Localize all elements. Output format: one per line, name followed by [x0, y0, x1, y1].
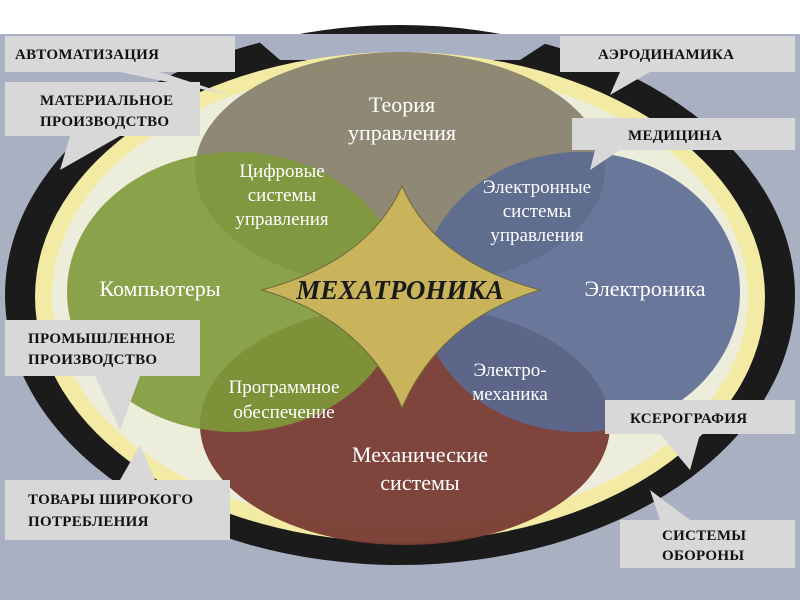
- label-left: Компьютеры: [99, 276, 220, 301]
- callout-material-line1: МАТЕРИАЛЬНОЕ: [40, 93, 173, 109]
- label-top-right-line2: системы: [503, 201, 572, 222]
- callout-automation: АВТОМАТИЗАЦИЯ: [5, 36, 235, 95]
- callout-xerography-box: [605, 400, 795, 470]
- ring-gap-top: [250, 34, 560, 60]
- callout-xerography-label: КСЕРОГРАФИЯ: [630, 411, 747, 427]
- label-bottom-line2: системы: [380, 470, 460, 495]
- label-top-line1: Теория: [369, 92, 435, 117]
- callout-defense-line1: СИСТЕМЫ: [662, 528, 746, 544]
- circles: [67, 52, 740, 545]
- label-top-left-line3: управления: [235, 209, 329, 230]
- callout-defense: СИСТЕМЫ ОБОРОНЫ: [620, 490, 795, 568]
- label-bottom-right-line1: Электро-: [473, 360, 546, 381]
- center-shape: [260, 184, 542, 410]
- callout-medicine-box: [572, 118, 795, 170]
- callout-consumer-box: [5, 445, 230, 540]
- callout-automation-box: [5, 36, 235, 95]
- label-bottom-right-line2: механика: [472, 384, 548, 405]
- callout-industrial: ПРОМЫШЛЕННОЕ ПРОИЗВОДСТВО: [5, 320, 200, 430]
- callout-automation-label: АВТОМАТИЗАЦИЯ: [15, 47, 159, 63]
- callout-defense-box: [620, 490, 795, 568]
- callout-aerodynamics: АЭРОДИНАМИКА: [560, 36, 795, 95]
- callout-aerodynamics-box: [560, 36, 795, 95]
- label-bottom-line1: Механические: [352, 442, 488, 467]
- callout-medicine-label: МЕДИЦИНА: [628, 128, 722, 144]
- callout-aerodynamics-label: АЭРОДИНАМИКА: [598, 47, 734, 63]
- label-bottom-left-line1: Программное: [229, 377, 340, 398]
- label-top-line2: управления: [348, 120, 456, 145]
- label-bottom-left-line2: обеспечение: [233, 402, 334, 423]
- callout-xerography: КСЕРОГРАФИЯ: [605, 400, 795, 470]
- callout-material-line2: ПРОИЗВОДСТВО: [40, 114, 169, 130]
- callout-material-box: [5, 82, 200, 170]
- callout-medicine: МЕДИЦИНА: [572, 118, 795, 170]
- callout-consumer: ТОВАРЫ ШИРОКОГО ПОТРЕБЛЕНИЯ: [5, 445, 230, 540]
- circle-right: [420, 152, 740, 432]
- callout-consumer-line1: ТОВАРЫ ШИРОКОГО: [28, 492, 193, 508]
- callout-industrial-line1: ПРОМЫШЛЕННОЕ: [28, 331, 176, 347]
- callout-industrial-line2: ПРОИЗВОДСТВО: [28, 352, 157, 368]
- callout-industrial-box: [5, 320, 200, 430]
- callout-consumer-line2: ПОТРЕБЛЕНИЯ: [28, 514, 149, 530]
- label-right: Электроника: [585, 276, 706, 301]
- center-title: МЕХАТРОНИКА: [295, 275, 503, 305]
- callout-material: МАТЕРИАЛЬНОЕ ПРОИЗВОДСТВО: [5, 82, 200, 170]
- label-top-right-line3: управления: [490, 225, 584, 246]
- label-top-right-line1: Электронные: [483, 177, 591, 198]
- label-top-left-line2: системы: [248, 185, 317, 206]
- callout-defense-line2: ОБОРОНЫ: [662, 548, 744, 564]
- label-top-left-line1: Цифровые: [239, 161, 324, 182]
